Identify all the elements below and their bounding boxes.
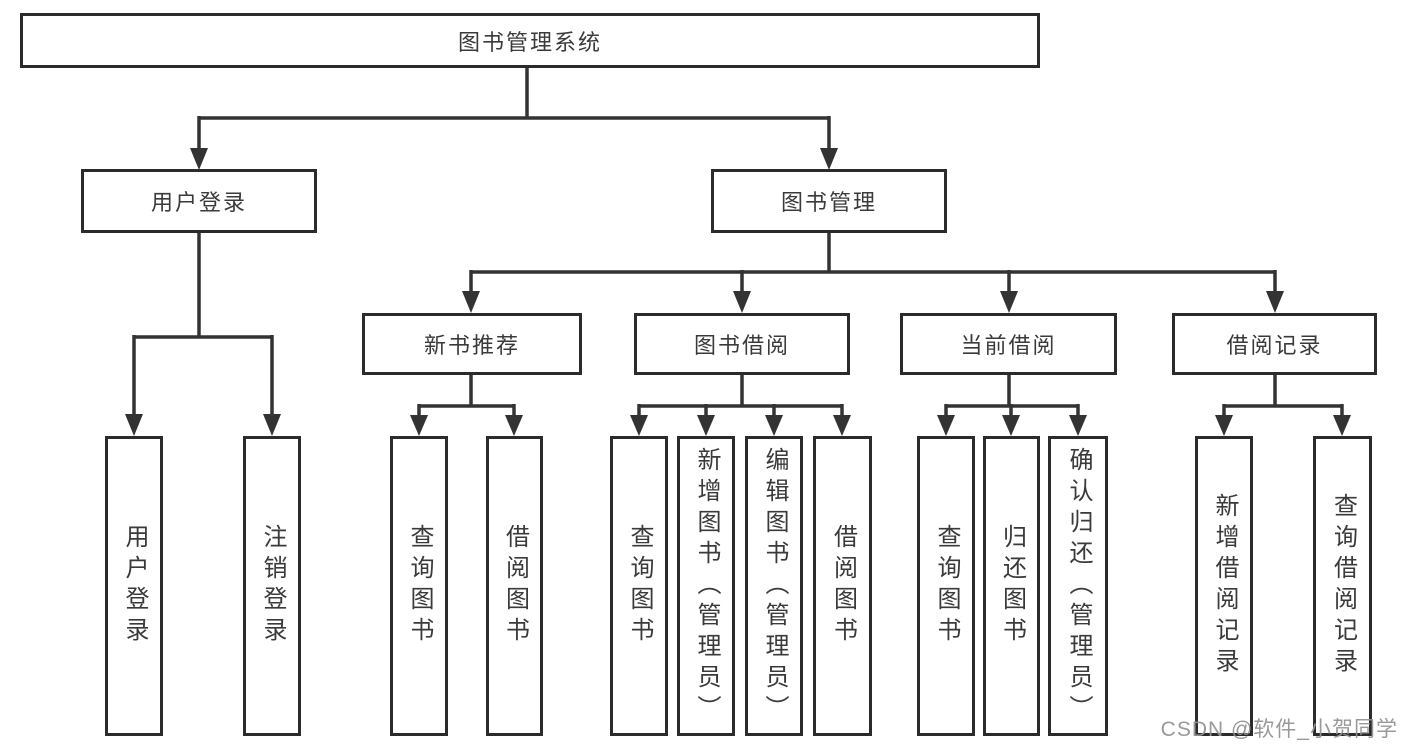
leaf-user-login-label: 用户登录 [121, 524, 148, 648]
leaf-bb-add-books-admin: 新增图书（管理员） [677, 436, 735, 736]
leaf-cb-confirm-return-admin-label: 确认归还（管理员） [1065, 446, 1092, 726]
leaf-bb-borrow-books-label: 借阅图书 [829, 524, 857, 648]
node-borrowing-records-label: 借阅记录 [1226, 333, 1323, 358]
leaf-logout-label: 注销登录 [259, 524, 286, 648]
leaf-cb-confirm-return-admin: 确认归还（管理员） [1048, 436, 1108, 736]
node-root: 图书管理系统 [20, 13, 1040, 68]
node-book-borrowing-label: 图书借阅 [693, 333, 790, 358]
node-new-book-recommend-label: 新书推荐 [423, 333, 520, 358]
node-book-borrowing: 图书借阅 [634, 313, 850, 375]
leaf-bb-borrow-books: 借阅图书 [813, 436, 872, 736]
leaf-logout: 注销登录 [243, 436, 301, 736]
node-current-borrowing-label: 当前借阅 [960, 333, 1057, 358]
leaf-br-add-record: 新增借阅记录 [1195, 436, 1253, 736]
node-root-label: 图书管理系统 [457, 29, 602, 55]
leaf-cb-return-books-label: 归还图书 [998, 524, 1026, 648]
node-user-login-branch-label: 用户登录 [150, 190, 247, 215]
leaf-bb-edit-books-admin: 编辑图书（管理员） [745, 436, 803, 736]
csdn-watermark: CSDN @软件_小贺同学 [1160, 718, 1398, 741]
leaf-cb-return-books: 归还图书 [983, 436, 1040, 736]
node-borrowing-records: 借阅记录 [1172, 313, 1377, 375]
leaf-br-query-record: 查询借阅记录 [1313, 436, 1372, 736]
node-user-login-branch: 用户登录 [81, 169, 317, 233]
leaf-nbr-borrow-books: 借阅图书 [486, 436, 543, 736]
leaf-nbr-query-books: 查询图书 [390, 436, 448, 736]
leaf-bb-query-books: 查询图书 [610, 436, 668, 736]
leaf-bb-edit-books-admin-label: 编辑图书（管理员） [761, 446, 788, 726]
leaf-br-query-record-label: 查询借阅记录 [1329, 493, 1357, 679]
leaf-nbr-borrow-books-label: 借阅图书 [501, 524, 529, 648]
leaf-cb-query-books-label: 查询图书 [933, 524, 960, 648]
node-book-management-label: 图书管理 [780, 190, 877, 215]
leaf-bb-add-books-admin-label: 新增图书（管理员） [693, 446, 720, 726]
leaf-cb-query-books: 查询图书 [917, 436, 975, 736]
node-new-book-recommend: 新书推荐 [362, 313, 582, 375]
leaf-br-add-record-label: 新增借阅记录 [1211, 493, 1238, 679]
leaf-nbr-query-books-label: 查询图书 [406, 524, 433, 648]
leaf-user-login: 用户登录 [105, 436, 163, 736]
node-current-borrowing: 当前借阅 [900, 313, 1117, 375]
leaf-bb-query-books-label: 查询图书 [626, 524, 653, 648]
arrowheads [125, 148, 1351, 436]
node-book-management: 图书管理 [711, 169, 947, 233]
